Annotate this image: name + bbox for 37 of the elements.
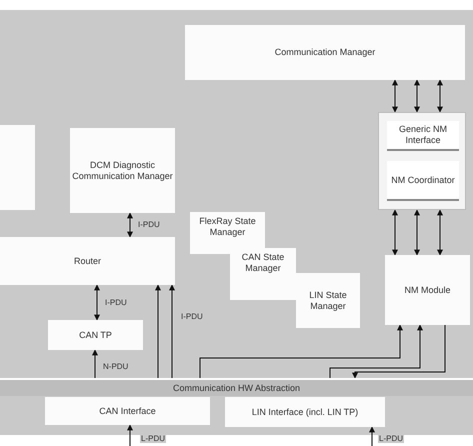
module-box: LIN Interface (incl. LIN TP) (225, 397, 385, 427)
module-box: Communication Manager (185, 25, 465, 80)
edge-label: N-PDU (102, 362, 130, 371)
arrow (369, 426, 375, 446)
module-box: CAN TP (48, 320, 143, 350)
module-box: NM Coordinator (387, 161, 459, 201)
arrow (414, 209, 420, 256)
edge-label: I-PDU (180, 312, 204, 321)
arrow (127, 212, 133, 238)
edge-label: L-PDU (140, 434, 166, 443)
arrow (352, 324, 446, 379)
layer-band: Communication HW Abstraction (0, 378, 473, 396)
arrow (94, 284, 100, 321)
arrow (414, 79, 420, 113)
arrow (169, 284, 175, 378)
module-box: CAN Interface (45, 397, 210, 425)
edge-label: I-PDU (137, 220, 161, 229)
arrow (392, 209, 398, 256)
box (0, 125, 35, 210)
module-box: CAN State Manager (230, 248, 296, 300)
module-box: Router (0, 237, 175, 285)
arrow (155, 284, 161, 378)
arrow (392, 79, 398, 113)
arrow (92, 349, 98, 378)
arrow (127, 424, 133, 446)
arrow (437, 209, 443, 256)
group-box (378, 112, 466, 210)
module-box: Generic NM Interface (387, 121, 459, 151)
arrow (330, 324, 423, 378)
edge-label: L-PDU (378, 434, 404, 443)
edge-label: I-PDU (104, 298, 128, 307)
arrow (437, 79, 443, 113)
module-box: NM Module (385, 255, 470, 325)
module-box: FlexRay State Manager (190, 212, 265, 254)
arrow (200, 324, 403, 378)
module-box: DCM Diagnostic Communication Manager (70, 128, 175, 213)
module-box: LIN State Manager (296, 273, 360, 328)
